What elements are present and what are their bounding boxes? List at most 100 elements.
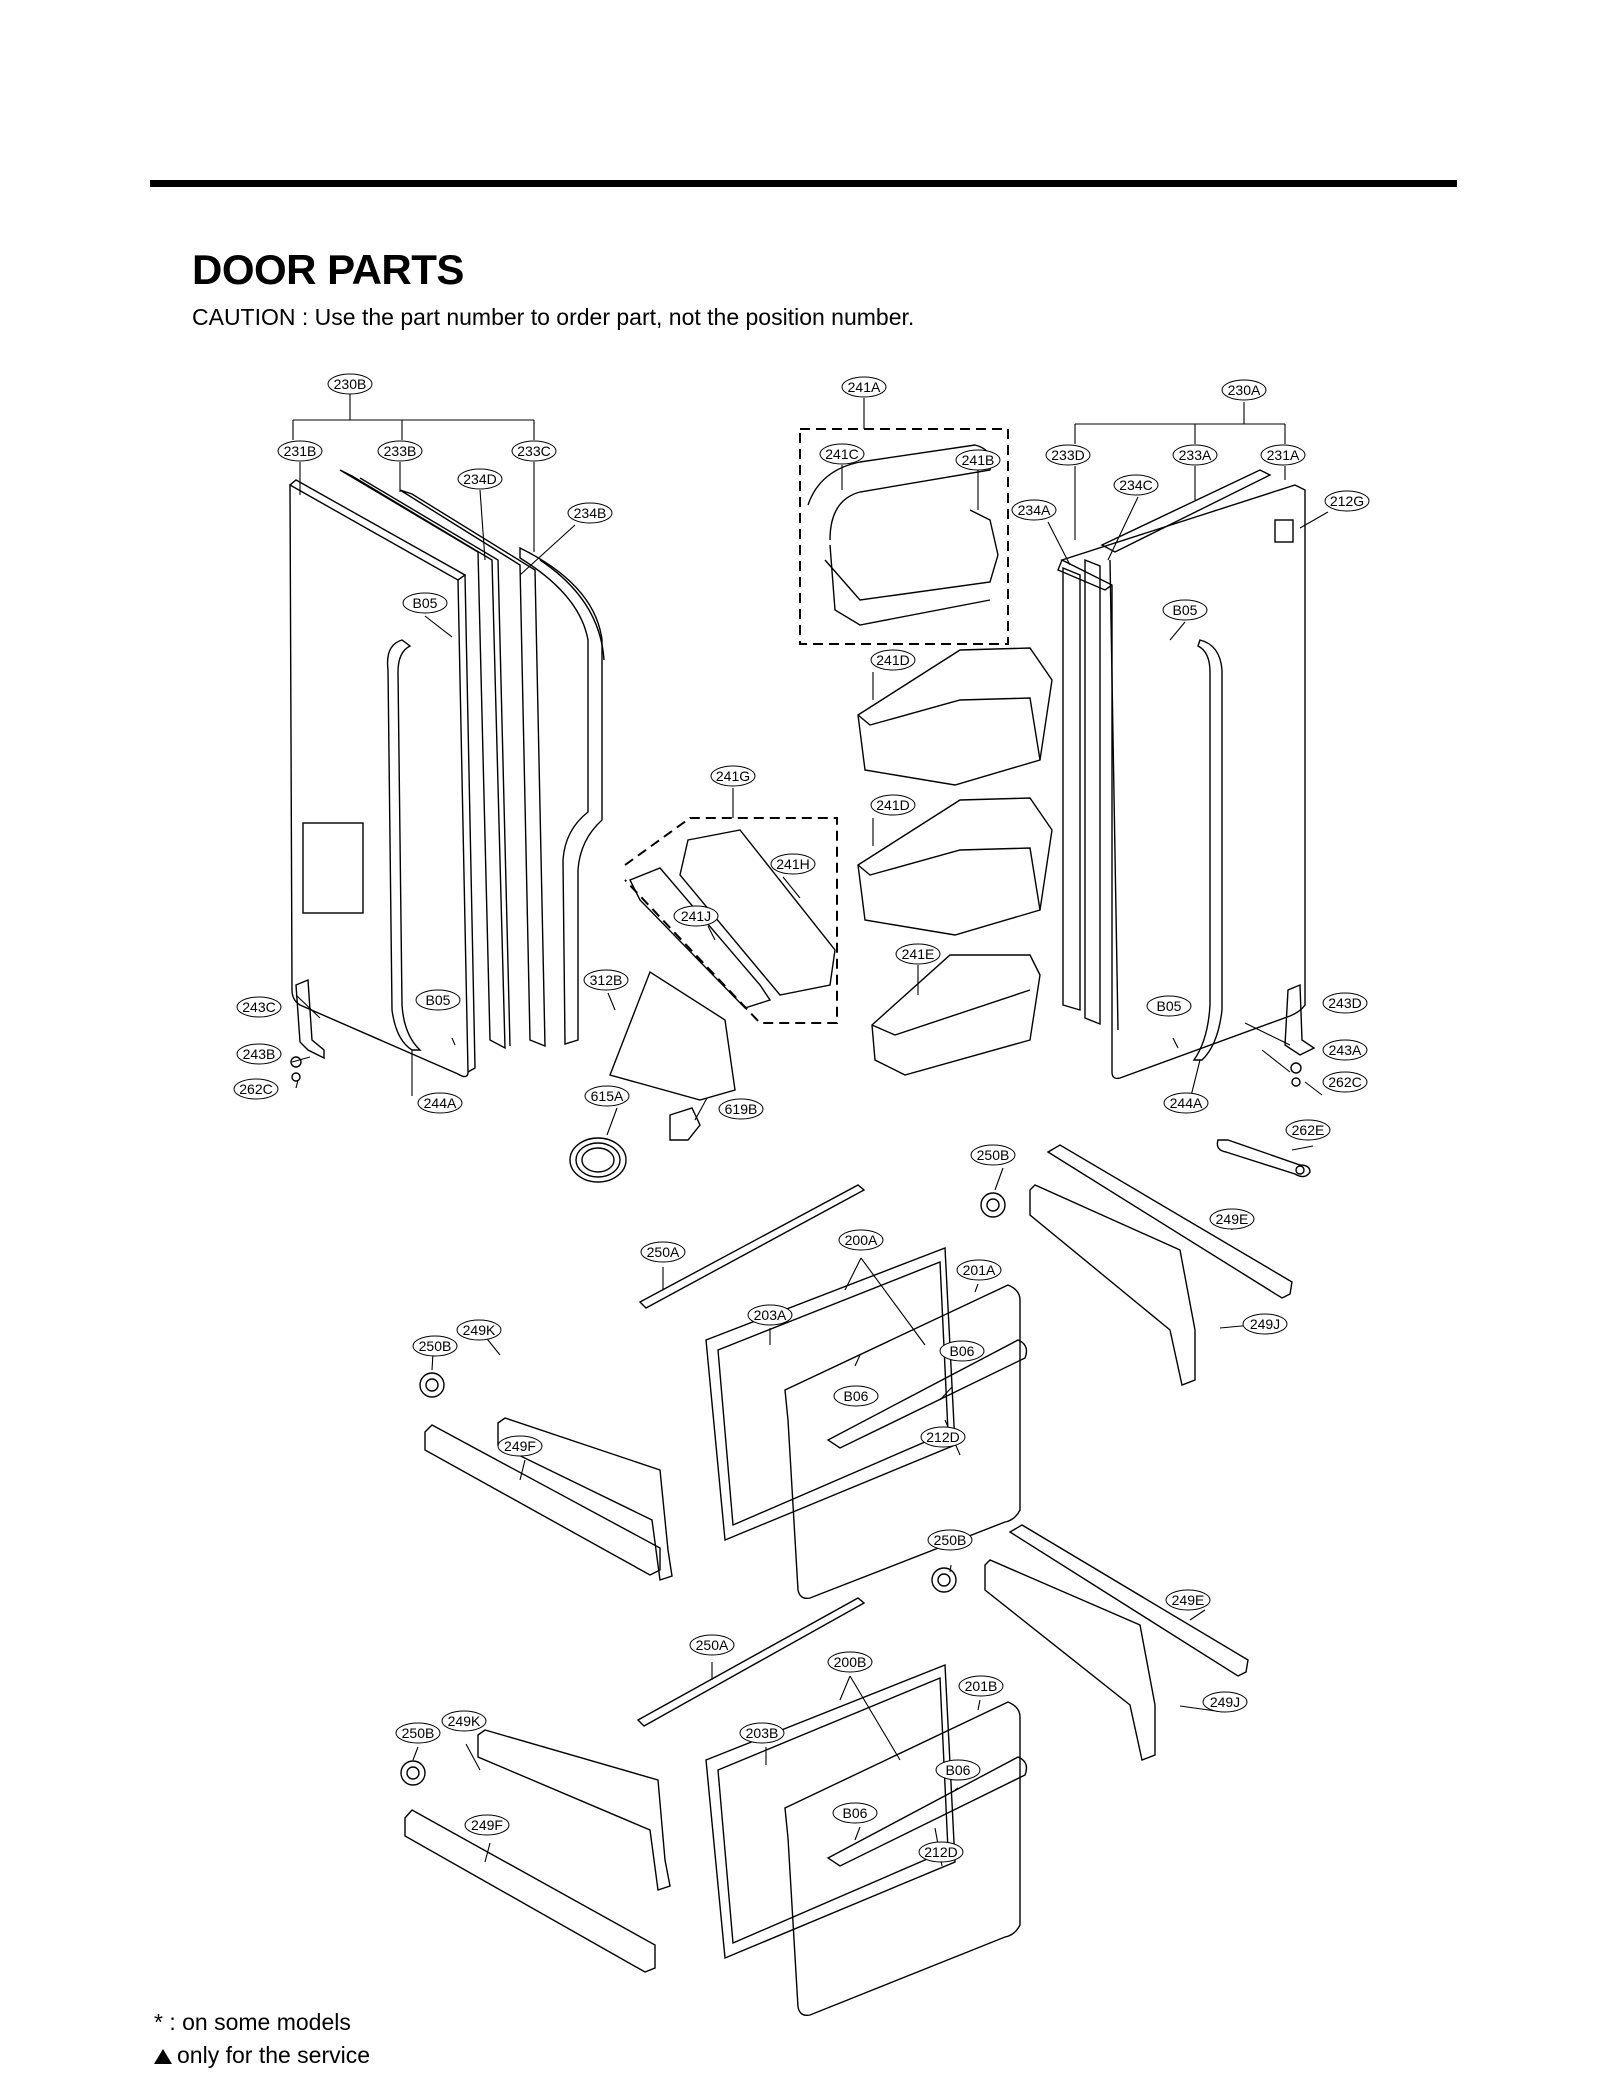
svg-text:249K: 249K xyxy=(448,1713,481,1729)
callout-250B-lower-left: 250B xyxy=(395,1722,441,1744)
page-title: DOOR PARTS xyxy=(192,246,464,293)
svg-text:B06: B06 xyxy=(843,1805,868,1821)
callout-241D-upper: 241D xyxy=(870,649,916,671)
callout-243A: 243A xyxy=(1322,1039,1368,1061)
svg-text:243D: 243D xyxy=(1328,995,1361,1011)
callout-241D-lower: 241D xyxy=(870,794,916,816)
svg-text:250A: 250A xyxy=(647,1244,680,1260)
callout-212G: 212G xyxy=(1324,490,1370,512)
svg-text:250B: 250B xyxy=(934,1532,967,1548)
svg-text:241J: 241J xyxy=(681,908,711,924)
svg-text:249J: 249J xyxy=(1250,1316,1280,1332)
svg-text:250B: 250B xyxy=(977,1147,1010,1163)
callout-212D-lower: 212D xyxy=(918,1841,964,1863)
svg-text:203B: 203B xyxy=(746,1725,779,1741)
svg-text:B05: B05 xyxy=(1173,602,1198,618)
svg-text:234A: 234A xyxy=(1018,502,1051,518)
svg-text:619B: 619B xyxy=(725,1101,758,1117)
callout-201A: 201A xyxy=(956,1259,1002,1281)
callout-B06-lower-left: B06 xyxy=(832,1802,878,1824)
svg-text:B05: B05 xyxy=(426,992,451,1008)
callout-250B-upper-right: 250B xyxy=(970,1144,1016,1166)
callout-241B: 241B xyxy=(955,449,1001,471)
svg-text:241D: 241D xyxy=(876,652,909,668)
svg-text:230B: 230B xyxy=(334,376,367,392)
svg-text:B05: B05 xyxy=(1157,998,1182,1014)
callout-230A: 230A xyxy=(1221,379,1267,401)
callout-243B: 243B xyxy=(236,1043,282,1065)
callout-231B: 231B xyxy=(277,440,323,462)
callout-B06-upper-right: B06 xyxy=(939,1340,985,1362)
callout-231A: 231A xyxy=(1260,444,1306,466)
svg-text:249F: 249F xyxy=(471,1817,503,1833)
svg-text:249E: 249E xyxy=(1216,1211,1249,1227)
callout-234D: 234D xyxy=(457,468,503,490)
callout-249F-lower: 249F xyxy=(464,1814,510,1836)
upper-drawer-drawing xyxy=(419,1144,1293,1600)
svg-text:234D: 234D xyxy=(463,471,496,487)
svg-text:241B: 241B xyxy=(962,452,995,468)
svg-text:200B: 200B xyxy=(834,1654,867,1670)
svg-text:231A: 231A xyxy=(1267,447,1300,463)
callout-249J-lower: 249J xyxy=(1202,1691,1248,1713)
svg-text:244A: 244A xyxy=(1170,1095,1203,1111)
svg-text:B06: B06 xyxy=(946,1762,971,1778)
svg-text:233C: 233C xyxy=(517,443,550,459)
triangle-icon xyxy=(154,2049,172,2064)
callout-234A: 234A xyxy=(1011,499,1057,521)
svg-text:201B: 201B xyxy=(965,1678,998,1694)
svg-text:249F: 249F xyxy=(504,1438,536,1454)
svg-text:200A: 200A xyxy=(845,1232,878,1248)
callout-B05-lower-right: B05 xyxy=(1146,995,1192,1017)
callout-241C: 241C xyxy=(819,443,865,465)
svg-text:233A: 233A xyxy=(1179,447,1212,463)
callout-B05-upper-right: B05 xyxy=(1162,599,1208,621)
callout-241A: 241A xyxy=(841,376,887,398)
svg-text:244A: 244A xyxy=(424,1095,457,1111)
svg-text:249E: 249E xyxy=(1172,1592,1205,1608)
svg-text:241C: 241C xyxy=(825,446,858,462)
callout-243C: 243C xyxy=(236,996,282,1018)
svg-text:249K: 249K xyxy=(463,1322,496,1338)
svg-text:615A: 615A xyxy=(591,1088,624,1104)
svg-text:243C: 243C xyxy=(242,999,275,1015)
callout-241G: 241G xyxy=(710,765,756,787)
svg-text:231B: 231B xyxy=(284,443,317,459)
callout-212D-upper: 212D xyxy=(920,1426,966,1448)
callout-250B-upper-left: 250B xyxy=(412,1335,458,1357)
callout-262C-right: 262C xyxy=(1322,1071,1368,1093)
right-door-drawing xyxy=(1057,469,1316,1178)
callout-B06-upper-left: B06 xyxy=(833,1385,879,1407)
svg-text:234C: 234C xyxy=(1119,477,1152,493)
left-door-drawing xyxy=(289,469,605,1082)
callout-200B: 200B xyxy=(827,1651,873,1673)
callout-249J-upper: 249J xyxy=(1242,1313,1288,1335)
callout-250A-upper: 250A xyxy=(640,1241,686,1263)
svg-text:312B: 312B xyxy=(590,972,623,988)
svg-text:249J: 249J xyxy=(1210,1694,1240,1710)
footnote-service-only: only for the service xyxy=(154,2042,370,2069)
svg-text:241D: 241D xyxy=(876,797,909,813)
callout-244A-right: 244A xyxy=(1163,1092,1209,1114)
callout-230B: 230B xyxy=(327,373,373,395)
svg-text:241A: 241A xyxy=(848,379,881,395)
callout-250B-lower-right: 250B xyxy=(927,1529,973,1551)
callout-233A: 233A xyxy=(1172,444,1218,466)
svg-text:250B: 250B xyxy=(402,1725,435,1741)
leader-lines xyxy=(291,392,1329,1867)
callout-241E: 241E xyxy=(895,943,941,965)
callout-249F-upper: 249F xyxy=(497,1435,543,1457)
callout-233D: 233D xyxy=(1045,444,1091,466)
svg-text:234B: 234B xyxy=(574,505,607,521)
svg-text:233D: 233D xyxy=(1051,447,1084,463)
callout-262E: 262E xyxy=(1285,1119,1331,1141)
callout-201B: 201B xyxy=(958,1675,1004,1697)
svg-text:250B: 250B xyxy=(419,1338,452,1354)
svg-text:201A: 201A xyxy=(963,1262,996,1278)
callout-250A-lower: 250A xyxy=(689,1634,735,1656)
svg-text:230A: 230A xyxy=(1228,382,1261,398)
svg-text:262E: 262E xyxy=(1292,1122,1325,1138)
callout-234B: 234B xyxy=(567,502,613,524)
callout-B05-lower-left: B05 xyxy=(415,989,461,1011)
